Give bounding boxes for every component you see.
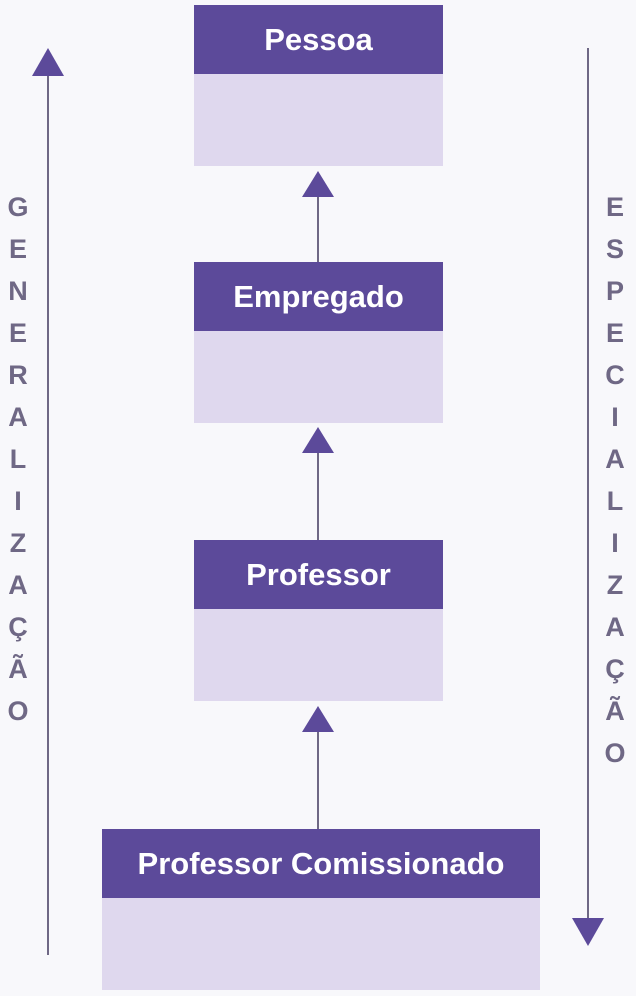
axis-letter: I <box>611 528 619 558</box>
axis-letter: A <box>8 570 28 600</box>
axis-letter: Z <box>9 528 27 558</box>
axis-letter: Z <box>606 570 624 600</box>
class-box-professor-comissionado: Professor Comissionado <box>102 829 540 990</box>
class-title: Professor <box>194 540 443 609</box>
axis-letter: O <box>7 696 29 726</box>
axis-letter: R <box>8 360 28 390</box>
axis-letter: Ç <box>605 654 625 684</box>
class-body <box>194 74 443 166</box>
axis-letter: A <box>8 402 28 432</box>
axis-letter: A <box>605 612 625 642</box>
axis-letter: A <box>605 444 625 474</box>
class-body <box>194 609 443 701</box>
axis-letter: N <box>8 276 28 306</box>
class-box-empregado: Empregado <box>194 262 443 423</box>
generalization-arrowhead-icon <box>32 48 64 76</box>
axis-letter: Ã <box>8 654 28 684</box>
axis-letter: O <box>604 738 626 768</box>
inheritance-arrowhead-icon <box>302 427 334 453</box>
class-title: Empregado <box>194 262 443 331</box>
axis-letter: S <box>605 234 624 264</box>
class-box-professor: Professor <box>194 540 443 701</box>
class-body <box>194 331 443 423</box>
axis-letter: C <box>605 360 625 390</box>
axis-letter: P <box>605 276 624 306</box>
axis-letter: I <box>14 486 22 516</box>
axis-letter: E <box>8 234 27 264</box>
inheritance-arrowhead-icon <box>302 171 334 197</box>
specialization-arrowhead-icon <box>572 918 604 946</box>
axis-letter: E <box>605 192 624 222</box>
axis-letter: I <box>611 402 619 432</box>
axis-letter: Ç <box>8 612 28 642</box>
class-title: Professor Comissionado <box>102 829 540 898</box>
class-body <box>102 898 540 990</box>
class-title: Pessoa <box>194 5 443 74</box>
axis-letter: E <box>605 318 624 348</box>
inheritance-arrowhead-icon <box>302 706 334 732</box>
axis-letter: G <box>7 192 29 222</box>
axis-letter: E <box>8 318 27 348</box>
axis-letter: L <box>606 486 624 516</box>
class-box-pessoa: Pessoa <box>194 5 443 166</box>
axis-letter: Ã <box>605 696 625 726</box>
axis-letter: L <box>9 444 27 474</box>
